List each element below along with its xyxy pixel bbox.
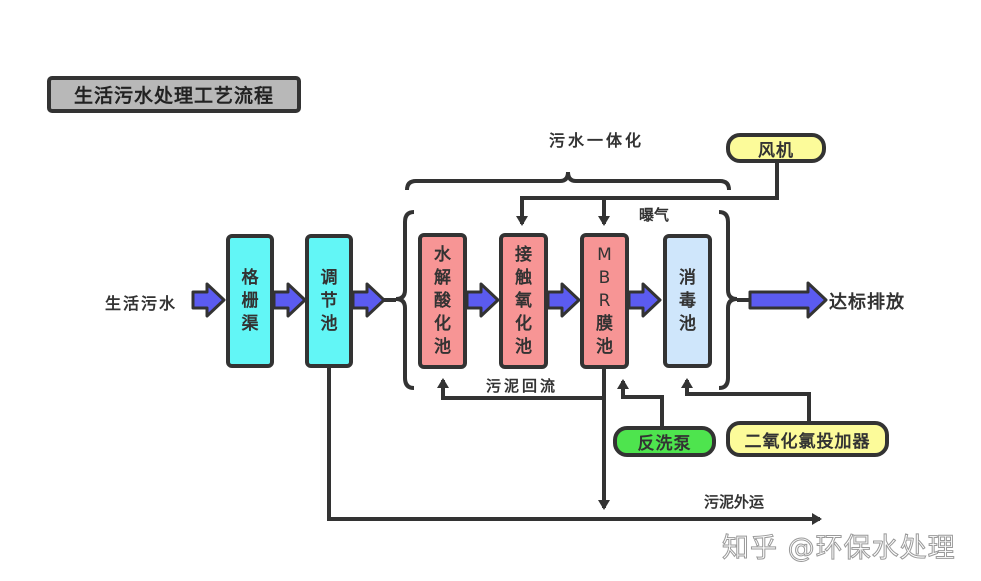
backwash-pump-box[interactable]: 反洗泵 [613,426,716,457]
tank-char: 消 [679,267,696,288]
tank-char: 解 [434,267,451,288]
group-label: 污水一体化 [549,131,645,150]
watermark: 知乎 @环保水处理 [722,533,956,565]
tank-char: 氧 [515,290,532,311]
tank-char: 节 [320,290,338,311]
tank-char: 池 [515,336,532,357]
tank-hydrolysis-acidification[interactable]: 水 解 酸 化 池 [418,233,467,369]
flow-arrow-4 [465,282,500,318]
sludge-transport-label: 污泥外运 [704,493,765,511]
tank-char: 接 [515,244,532,265]
blower-box[interactable]: 风机 [726,133,826,163]
tank-char: 渠 [241,313,259,334]
tank-char: 池 [679,313,696,334]
tank-char: 栅 [241,290,259,311]
aeration-line [516,160,779,226]
backwash-line [617,379,664,428]
sludge-return-line [437,368,606,400]
chlorine-dioxide-doser-box[interactable]: 二氧化氯投加器 [726,421,889,457]
output-label: 达标排放 [829,292,905,313]
tank-char: M [597,244,612,265]
tank-char: 水 [434,244,451,265]
tank-char: 化 [434,313,451,334]
tank-disinfection[interactable]: 消 毒 池 [663,234,712,368]
flow-arrow-2 [272,282,307,318]
tank-char: 触 [515,267,532,288]
flow-arrow-5 [546,282,581,318]
chlorine-line [681,378,811,422]
diagram-title: 生活污水处理工艺流程 [47,76,301,113]
aeration-label: 曝气 [639,206,670,224]
tank-char: 池 [320,313,338,334]
tank-char: 池 [434,336,451,357]
flow-arrow-out [748,281,828,319]
flow-arrow-3 [351,282,386,318]
group-brace-left [395,210,415,390]
tank-char: 膜 [596,313,613,334]
tank-equalization[interactable]: 调 节 池 [305,234,353,368]
tank-screen-channel[interactable]: 格 栅 渠 [226,234,274,368]
tank-char: B [598,267,611,288]
tank-char: 格 [241,267,259,288]
sludge-transport-line [327,368,822,525]
flow-arrow-6 [627,282,662,318]
group-brace-right [718,210,738,390]
tank-char: 毒 [679,290,696,311]
sludge-return-label: 污泥回流 [486,377,559,395]
group-brace-top [405,171,731,191]
tank-char: 调 [320,267,338,288]
tank-char: 酸 [434,290,451,311]
tank-char: 化 [515,313,532,334]
tank-contact-oxidation[interactable]: 接 触 氧 化 池 [499,233,548,369]
tank-char: 池 [596,336,613,357]
tank-mbr-membrane[interactable]: M B R 膜 池 [580,233,629,369]
tank-char: R [598,290,611,311]
input-label: 生活污水 [105,294,178,313]
flow-arrow-1 [191,282,226,318]
